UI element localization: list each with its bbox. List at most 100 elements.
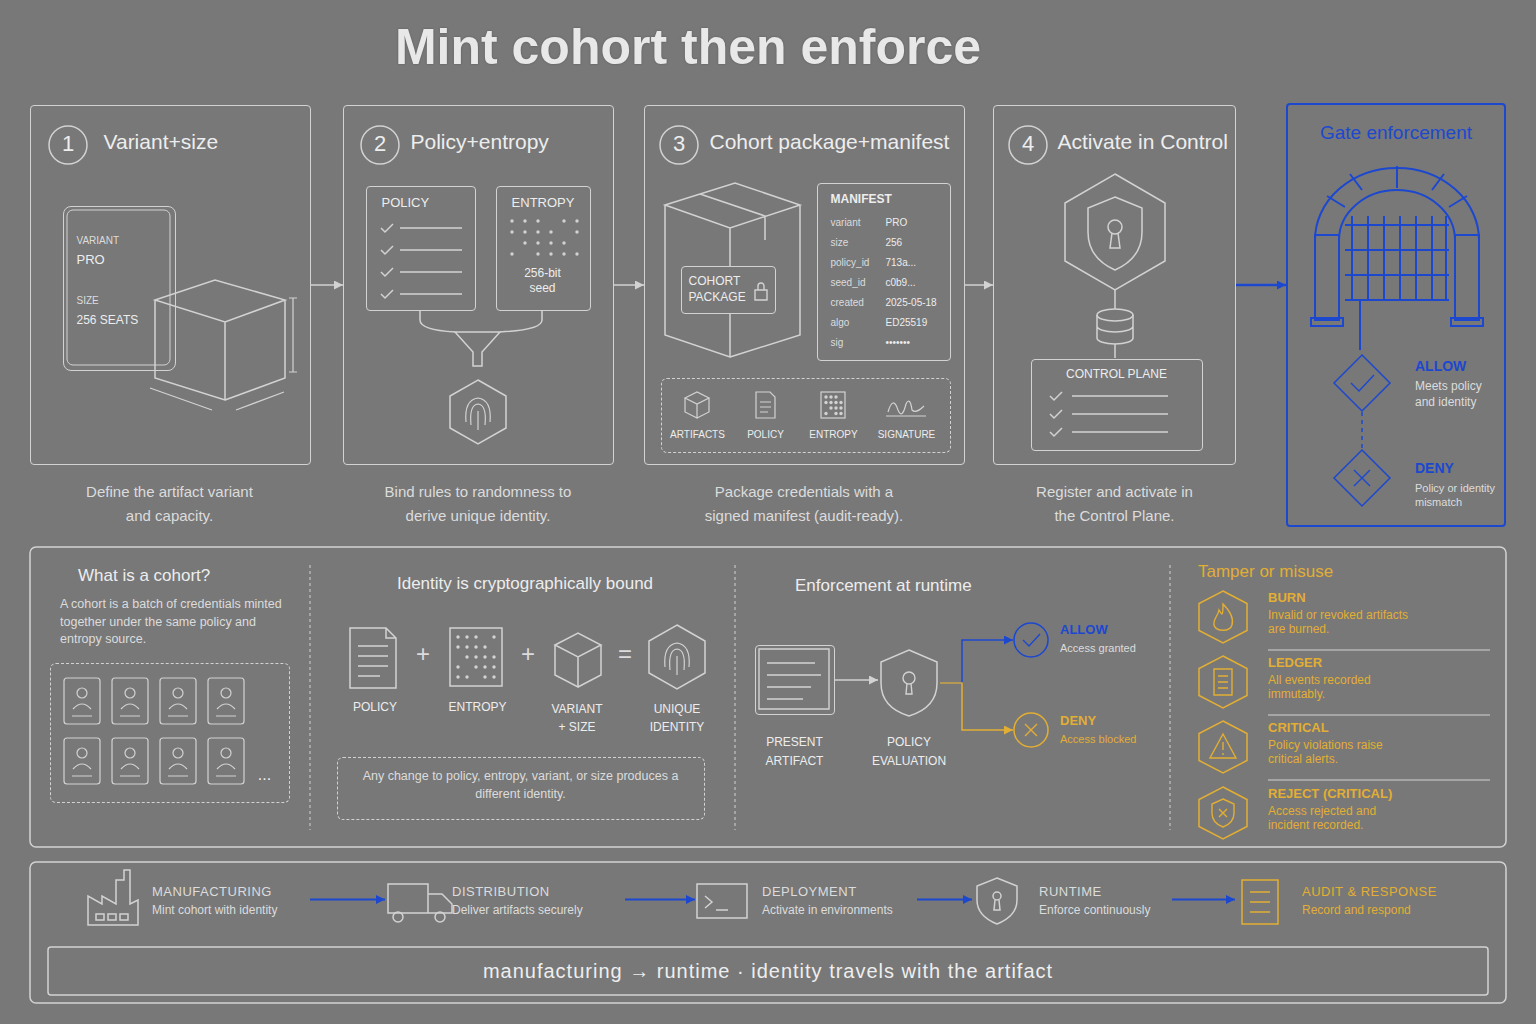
credential-cards (208, 738, 244, 784)
node-text: Enforce continuously (1039, 903, 1172, 918)
node-heading: 3 (659, 125, 699, 163)
credential-cards (173, 688, 183, 698)
entropy-dots (834, 401, 837, 404)
stage-icons (88, 870, 1278, 925)
entropy-dots (536, 219, 539, 222)
node-heading: ALLOW (1060, 622, 1160, 638)
node-shape (361, 126, 399, 164)
entropy-dots (834, 395, 837, 398)
entropy-dots (483, 655, 486, 658)
entropy-dots (492, 655, 495, 658)
node-icon (759, 649, 829, 709)
entropy-dots (824, 395, 842, 415)
page-title: Mint cohort then enforce (188, 18, 1188, 76)
gate-panel: Gate enforcementALLOWMeets policy and id… (1286, 103, 1506, 527)
node-heading: ... (250, 765, 280, 785)
credential-cards (112, 678, 148, 724)
strip-icons (685, 392, 709, 418)
artifact-card: PRESENT ARTIFACT (755, 645, 835, 715)
node-text: 256 SEATS (77, 313, 165, 328)
entropy-dots (465, 645, 468, 648)
tablet-inner (67, 210, 170, 365)
entropy-dots (483, 665, 486, 668)
entropy-dots (523, 230, 526, 233)
funnel (455, 332, 500, 366)
result-circle: DENYAccess blocked (1013, 712, 1049, 748)
entropy-dots (523, 219, 526, 222)
node-outline (681, 266, 776, 314)
package-contents: ARTIFACTSPOLICYENTROPYSIGNATURE (661, 378, 951, 453)
node-text: Access rejected and incident recorded. (1268, 804, 1418, 833)
node-text: algo (831, 317, 886, 330)
fingerprint-hex (450, 380, 506, 444)
shield-hex (1110, 233, 1120, 248)
tablet-inner (67, 210, 170, 365)
credential-cards (120, 704, 140, 716)
entropy-dots (456, 635, 459, 638)
node-shape (1334, 450, 1390, 506)
node-heading: POLICY (340, 700, 410, 715)
node-heading: Tamper or misuse (1198, 561, 1448, 582)
node-icon (1025, 724, 1037, 736)
connector (1361, 412, 1363, 449)
node-text: A cohort is a batch of credentials minte… (60, 596, 285, 649)
node-heading: Any change to policy, entropy, variant, … (350, 767, 692, 805)
gate-arch (1455, 235, 1479, 320)
step-number: 4 (1008, 125, 1048, 165)
node-outline (1333, 354, 1391, 412)
node-heading: Activate in Control (1058, 129, 1230, 155)
entropy-dots (492, 635, 495, 638)
entropy-dots (834, 412, 837, 415)
node-text: ENTROPY (804, 429, 864, 442)
node-heading: MANUFACTURING (152, 884, 310, 900)
connector (1236, 284, 1286, 287)
ledger-badge: LEDGERAll events recorded immutably. (1198, 655, 1248, 709)
stage-icons (697, 884, 747, 918)
stage: RUNTIMEEnforce continuously (972, 872, 1172, 927)
node-text: variant (831, 217, 886, 230)
entropy-dots (549, 230, 552, 233)
funnel (420, 310, 542, 332)
node-heading: VARIANT (77, 235, 167, 248)
credential-cards (216, 764, 236, 776)
node-shape (1014, 713, 1048, 747)
credential-cards (208, 678, 244, 724)
connector (940, 683, 1013, 730)
operator-sign: = (615, 640, 635, 668)
node-text: Package credentials with a signed manife… (692, 480, 917, 528)
credential-cards (160, 738, 196, 784)
shield-hex (1108, 220, 1122, 234)
connector (917, 899, 972, 901)
credential-cards (64, 678, 100, 724)
node-text: Access granted (1060, 642, 1160, 656)
node-heading: ENTROPY (496, 195, 591, 211)
node-heading: ARTIFACTS (663, 429, 733, 442)
node-heading: REJECT (CRITICAL) (1268, 786, 1493, 802)
node-outline (1198, 720, 1248, 774)
credential-cards (168, 764, 188, 776)
node-text: seed_id (831, 277, 886, 290)
node-heading: POLICY (382, 195, 462, 211)
node-text: Meets policy and identity (1415, 379, 1500, 410)
node-text: Record and respond (1302, 903, 1475, 918)
band-outline (30, 547, 1506, 847)
operator-sign: + (413, 640, 433, 668)
step-panel: Variant+sizeDefine the artifact variant … (30, 105, 311, 465)
manifest-card: MANIFESTvariantPROsize256policy_id713a..… (817, 183, 951, 361)
node-icon (755, 283, 767, 300)
node-outline (1013, 712, 1049, 748)
node-outline (878, 648, 940, 718)
gate-arch (1311, 318, 1343, 326)
node-outline (1013, 622, 1049, 658)
info-section: Enforcement at runtimePRESENT ARTIFACTPO… (745, 560, 1165, 810)
stage: DEPLOYMENTActivate in environments (695, 872, 917, 927)
node-shape (1014, 623, 1048, 657)
step-number: 3 (659, 125, 699, 165)
node-heading: ALLOW (1415, 358, 1500, 376)
gate-arch (1345, 216, 1449, 350)
node-text: SIZE (77, 295, 167, 308)
entropy-dots (523, 241, 526, 244)
entropy-dots (465, 635, 468, 638)
stage-icons (393, 912, 403, 922)
connector (965, 284, 993, 286)
